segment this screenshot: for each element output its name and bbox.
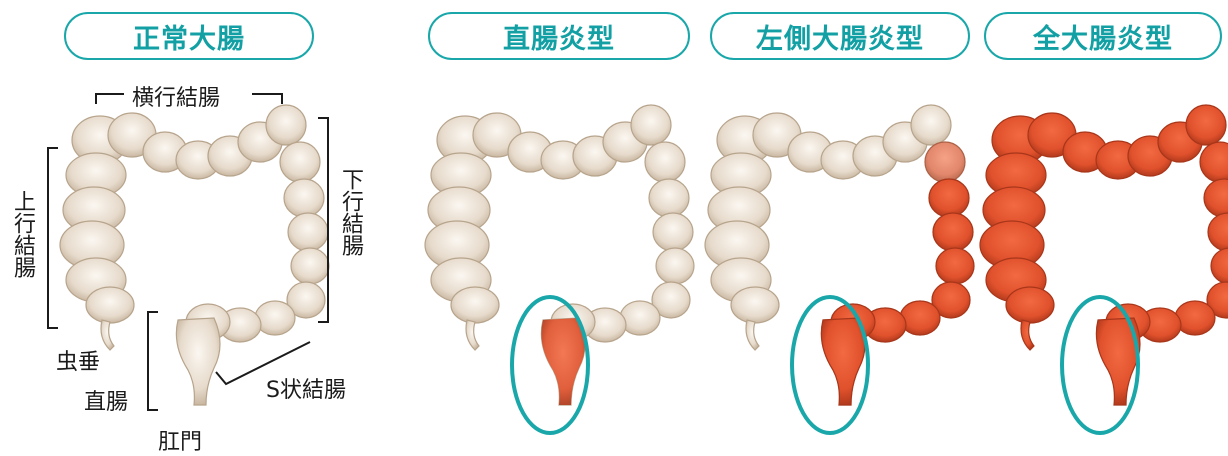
label-transverse-colon: 横行結腸 (132, 80, 220, 112)
label-anus: 肛門 (158, 424, 202, 456)
left-sided-inflamed-segment (821, 142, 974, 405)
label-descending-colon: 下行結腸 (338, 168, 362, 256)
label-appendix: 虫垂 (56, 344, 100, 376)
label-rectum: 直腸 (84, 384, 128, 416)
label-ascending-colon: 上行結腸 (10, 190, 34, 278)
pancolitis-colon-illustration (980, 105, 1228, 405)
label-sigmoid-colon: S状結腸 (266, 372, 346, 404)
normal-colon-illustration (60, 105, 329, 405)
